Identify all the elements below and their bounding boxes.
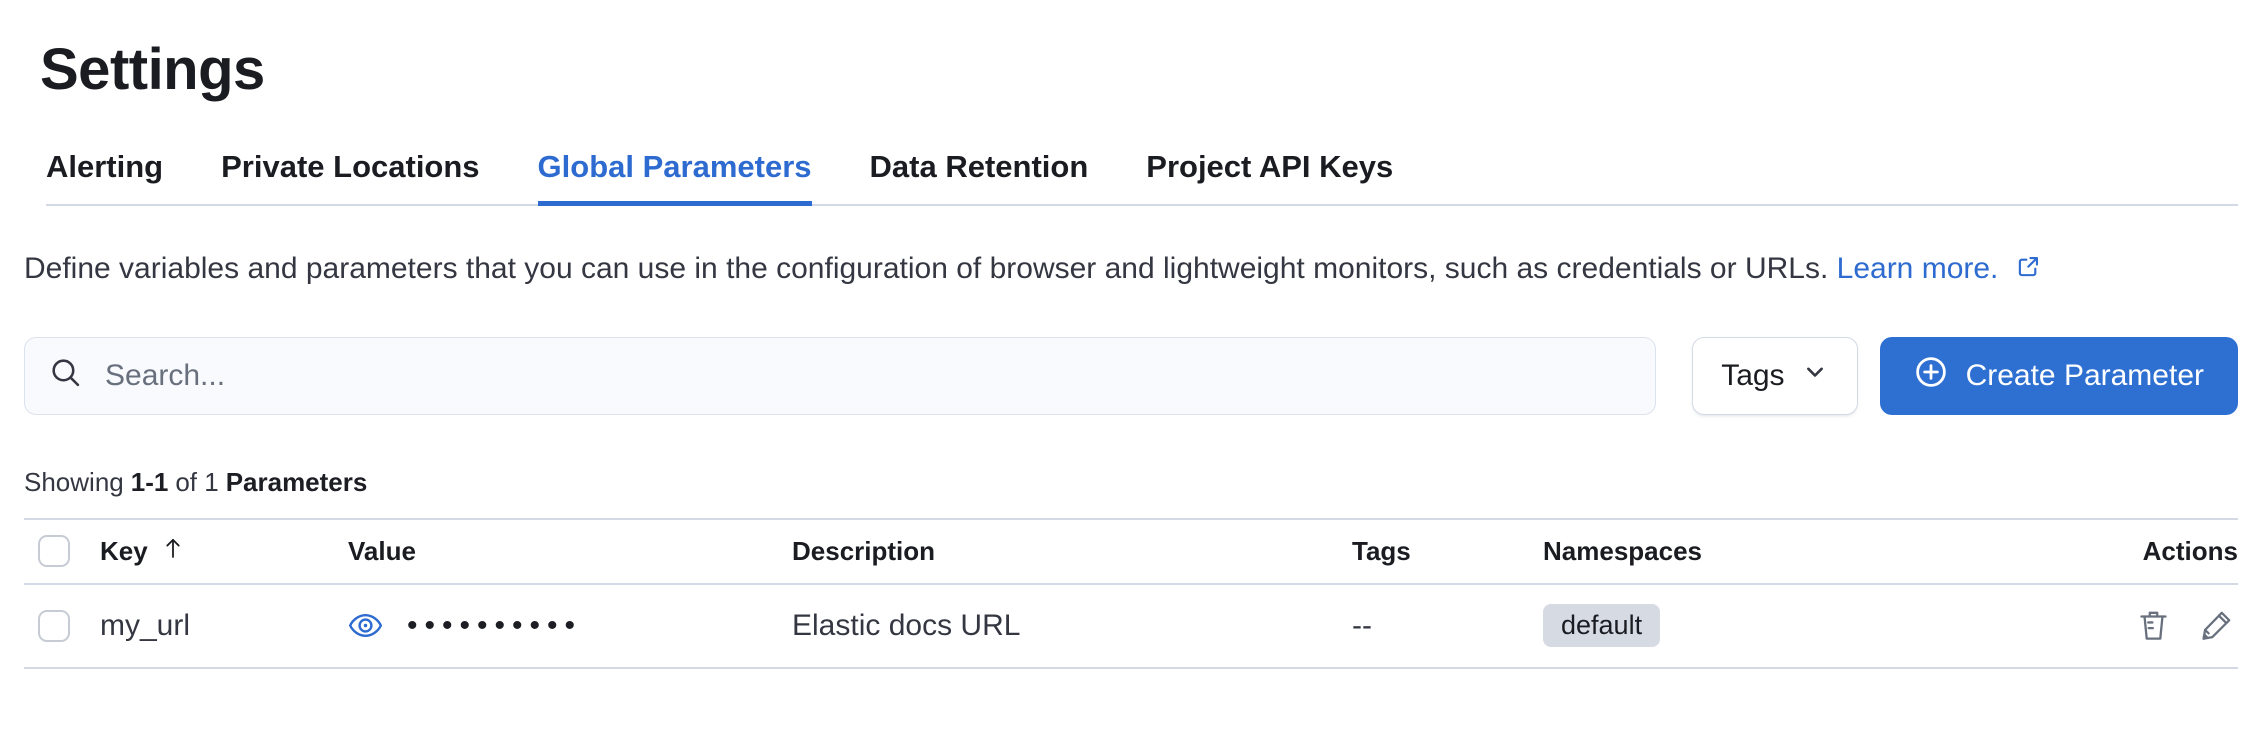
tags-filter-button[interactable]: Tags xyxy=(1692,336,1858,415)
column-header-namespaces: Namespaces xyxy=(1543,519,2040,585)
tab-project-api-keys[interactable]: Project API Keys xyxy=(1146,148,1394,184)
table-top-divider xyxy=(24,517,2238,520)
edit-parameter-button[interactable] xyxy=(2199,608,2234,643)
tab-alerting[interactable]: Alerting xyxy=(46,148,164,184)
reveal-value-button[interactable] xyxy=(348,608,383,643)
create-parameter-button[interactable]: Create Parameter xyxy=(1879,336,2238,415)
summary-prefix: Showing xyxy=(24,466,124,497)
learn-more-link[interactable]: Learn more. xyxy=(1836,251,1999,285)
namespace-badge: default xyxy=(1543,604,1661,647)
settings-page: Settings Alerting Private Locations Glob… xyxy=(0,34,2262,754)
sort-ascending-icon xyxy=(160,535,186,568)
row-checkbox[interactable] xyxy=(38,609,70,642)
param-tags: -- xyxy=(1352,583,1543,669)
plus-in-circle-icon xyxy=(1914,355,1948,397)
column-header-tags: Tags xyxy=(1352,519,1543,585)
search-input-wrapper[interactable] xyxy=(24,336,1657,415)
param-description: Elastic docs URL xyxy=(792,583,1352,669)
parameters-table: Key Value Description Tags Namespaces Ac… xyxy=(24,519,2238,669)
description-text: Define variables and parameters that you… xyxy=(24,244,2214,295)
search-input[interactable] xyxy=(105,358,1632,393)
summary-range: 1-1 xyxy=(130,466,169,497)
tab-data-retention[interactable]: Data Retention xyxy=(869,148,1089,184)
select-all-checkbox[interactable] xyxy=(38,535,70,567)
external-link-icon xyxy=(2015,254,2041,287)
tab-private-locations[interactable]: Private Locations xyxy=(221,148,480,184)
column-header-value: Value xyxy=(348,519,792,585)
tags-filter-label: Tags xyxy=(1721,358,1785,392)
summary-middle: of 1 xyxy=(175,466,219,497)
create-parameter-label: Create Parameter xyxy=(1965,358,2204,392)
search-icon xyxy=(49,356,83,395)
table-row: my_url •••••••••• Elastic docs URL -- de… xyxy=(24,583,2238,669)
toolbar: Tags Create Parameter xyxy=(24,336,2238,415)
column-header-actions: Actions xyxy=(2040,519,2238,585)
column-header-key[interactable]: Key xyxy=(100,535,348,568)
column-header-description: Description xyxy=(792,519,1352,585)
param-key: my_url xyxy=(100,583,348,669)
tab-bar: Alerting Private Locations Global Parame… xyxy=(46,149,2238,206)
results-summary: Showing 1-1 of 1 Parameters xyxy=(24,467,2238,498)
delete-parameter-button[interactable] xyxy=(2136,608,2171,643)
chevron-down-icon xyxy=(1801,358,1829,394)
masked-value: •••••••••• xyxy=(407,608,583,642)
summary-entity: Parameters xyxy=(225,466,368,497)
description-body: Define variables and parameters that you… xyxy=(24,251,1829,285)
table-header-row: Key Value Description Tags Namespaces Ac… xyxy=(24,519,2238,585)
page-title: Settings xyxy=(40,37,265,102)
tab-global-parameters[interactable]: Global Parameters xyxy=(537,149,812,206)
